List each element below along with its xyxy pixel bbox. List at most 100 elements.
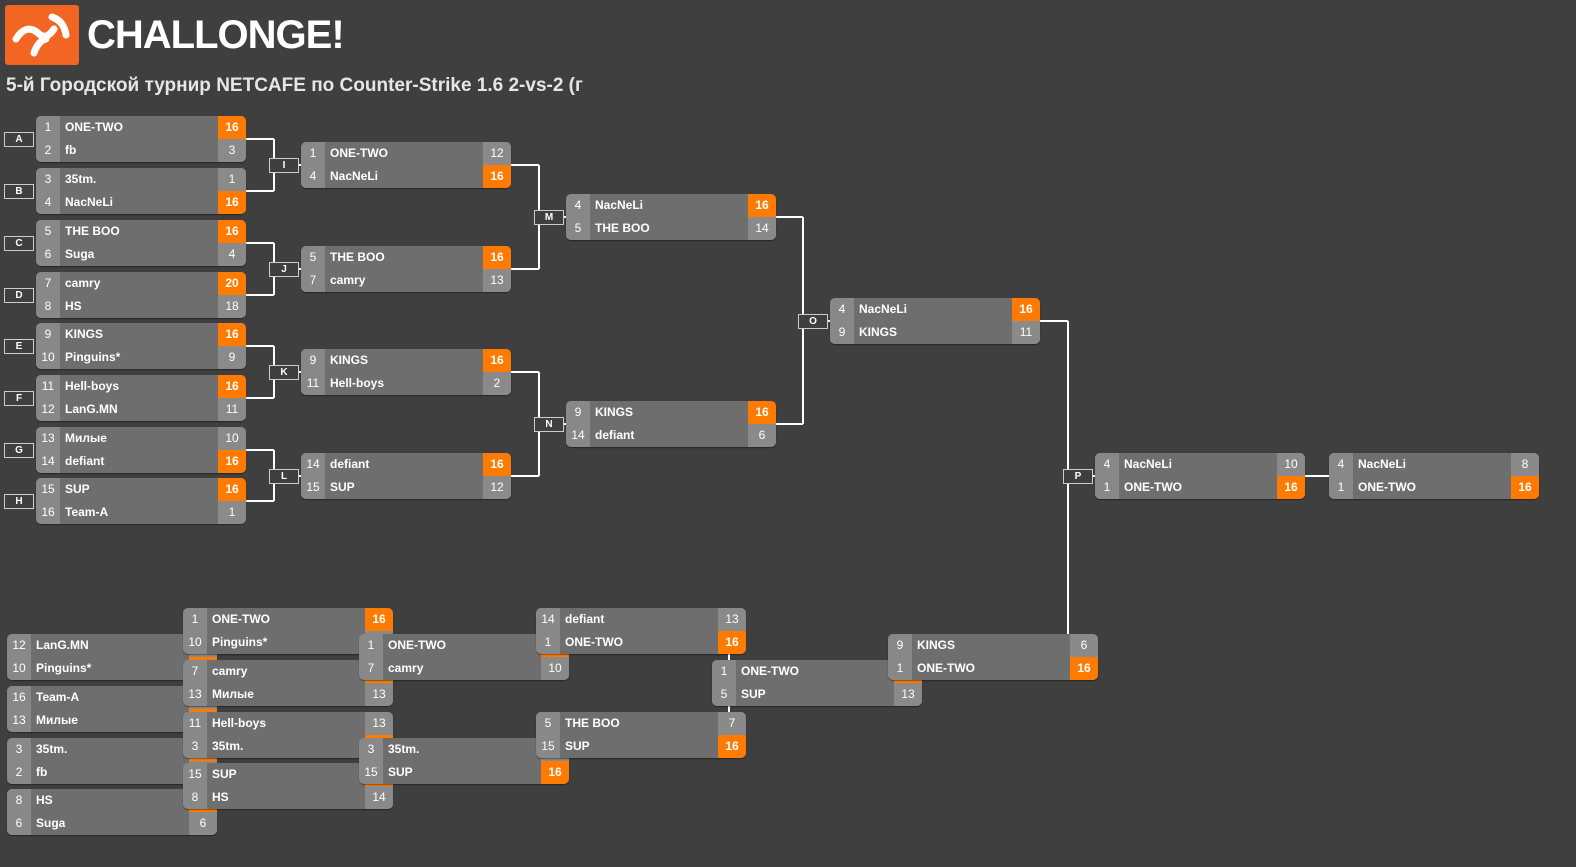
match-label[interactable]: J (269, 262, 299, 277)
match-label[interactable]: L (269, 469, 299, 484)
team-seed: 1 (301, 142, 325, 165)
match-L2b[interactable]: 7camry1613Милые13 (183, 660, 393, 706)
match-label[interactable]: C (4, 236, 34, 251)
match-label[interactable]: F (4, 391, 34, 406)
match-label[interactable]: K (269, 365, 299, 380)
team-name: Милые (207, 683, 365, 706)
team-seed: 6 (36, 243, 60, 266)
challonge-logo[interactable]: CHALLONGE! (5, 5, 345, 65)
match-label[interactable]: N (534, 417, 564, 432)
team-name: ONE-TWO (560, 631, 718, 654)
match-label[interactable]: B (4, 184, 34, 199)
team-name: camry (383, 657, 541, 680)
team-name: defiant (325, 453, 483, 476)
team-score: 11 (218, 398, 246, 421)
match-label[interactable]: D (4, 288, 34, 303)
match-label[interactable]: G (4, 443, 34, 458)
match-label[interactable]: I (269, 158, 299, 173)
match-label[interactable]: A (4, 132, 34, 147)
match-label[interactable]: O (798, 314, 828, 329)
tournament-title: 5-й Городской турнир NETCAFE по Counter-… (6, 75, 583, 96)
match-label[interactable]: H (4, 494, 34, 509)
match-label[interactable]: P (1063, 469, 1093, 484)
match-label[interactable]: M (534, 210, 564, 225)
match-label[interactable]: E (4, 339, 34, 354)
match-L1d[interactable]: 8HS166Suga6 (7, 789, 217, 835)
